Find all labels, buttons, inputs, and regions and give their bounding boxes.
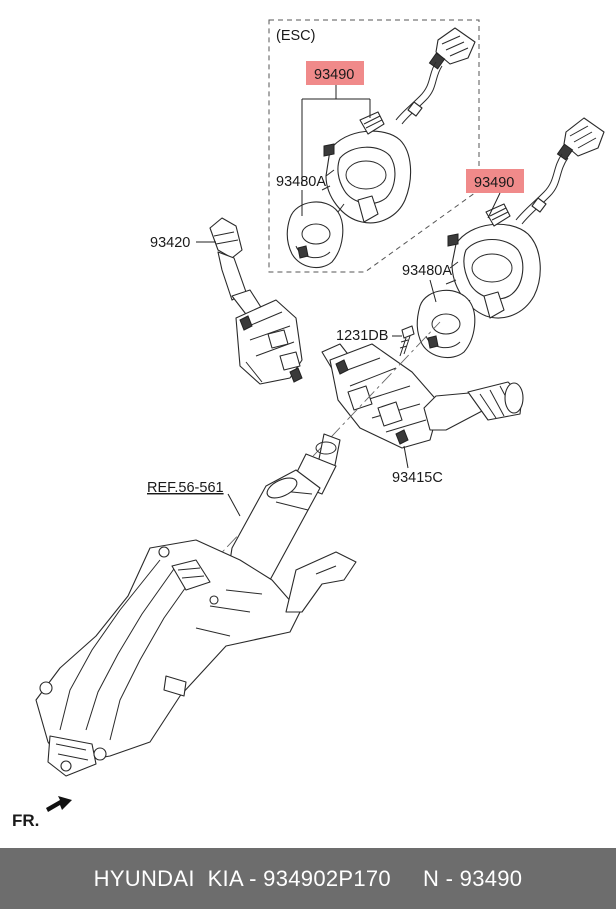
- clock-spring-switch-right: [445, 117, 605, 319]
- clock-spring-ring-top: [286, 201, 344, 269]
- label-ref-56-561: REF.56-561: [147, 480, 224, 496]
- label-93490-top: 93490: [314, 67, 354, 83]
- steering-column: [35, 433, 357, 777]
- highlight-93490-top: [306, 61, 364, 85]
- parts-diagram: (ESC): [12, 19, 605, 830]
- label-93480a-top: 93480A: [276, 174, 326, 190]
- highlight-93490-right: [466, 169, 524, 193]
- esc-label: (ESC): [276, 28, 315, 44]
- label-1231db: 1231DB: [336, 328, 388, 344]
- clock-spring-switch-top: [321, 27, 476, 224]
- front-direction-indicator: FR.: [12, 796, 72, 830]
- esc-frame: (ESC): [268, 19, 480, 273]
- clock-spring-ring-right: [416, 289, 476, 359]
- front-arrow-icon: [46, 796, 72, 812]
- part-number-footer: HYUNDAI KIA - 934902P170 N - 93490: [0, 848, 616, 909]
- bolt: [399, 325, 415, 357]
- front-label: FR.: [12, 811, 39, 830]
- label-93490-right: 93490: [474, 175, 514, 191]
- label-93415c: 93415C: [392, 470, 443, 486]
- footer-text: HYUNDAI KIA - 934902P170 N - 93490: [93, 865, 523, 891]
- label-93420: 93420: [150, 235, 190, 251]
- label-93480a-right: 93480A: [402, 263, 452, 279]
- lever-switch-left: [209, 217, 303, 385]
- multifunction-switch: [321, 343, 524, 449]
